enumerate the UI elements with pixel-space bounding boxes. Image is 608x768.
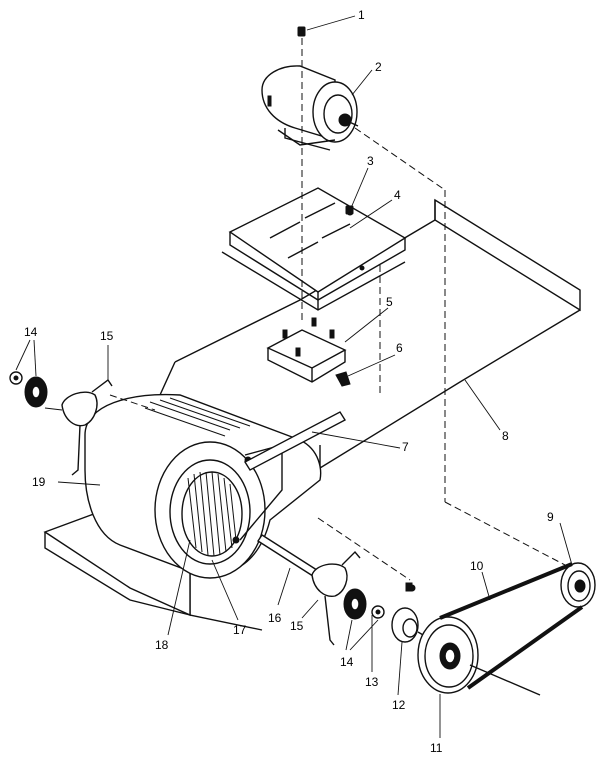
callout-18: 18 — [155, 638, 169, 652]
callout-9: 9 — [547, 510, 554, 524]
callout-14-right: 14 — [340, 655, 354, 669]
callout-7: 7 — [402, 440, 409, 454]
callout-5: 5 — [386, 295, 393, 309]
blower-shaft — [244, 411, 346, 471]
callout-1: 1 — [358, 8, 365, 22]
callout-4: 4 — [394, 188, 401, 202]
callout-13: 13 — [365, 675, 379, 689]
leader-lines — [15, 15, 573, 738]
callout-6: 6 — [396, 341, 403, 355]
alignment-lines — [109, 38, 566, 581]
callout-16: 16 — [268, 611, 282, 625]
motor — [261, 65, 359, 151]
callouts: 1 2 3 4 5 6 7 8 9 10 11 12 13 14 15 16 1… — [24, 8, 554, 755]
callout-11: 11 — [430, 741, 443, 755]
callout-10: 10 — [470, 559, 484, 573]
bearing-bolt — [405, 582, 413, 592]
motor-pulley — [391, 607, 441, 646]
callout-19: 19 — [32, 475, 46, 489]
callout-8: 8 — [502, 429, 509, 443]
top-nut — [297, 26, 306, 37]
callout-14-left: 14 — [24, 325, 38, 339]
callout-12: 12 — [392, 698, 406, 712]
v-belt — [439, 562, 584, 690]
right-bearing-assembly — [257, 534, 416, 646]
blower-pulley — [417, 616, 541, 696]
callout-17: 17 — [233, 623, 247, 637]
mounting-block — [266, 317, 347, 383]
callout-15-left: 15 — [100, 329, 114, 343]
blower-housing — [84, 393, 322, 579]
callout-2: 2 — [375, 60, 382, 74]
motor-mount-bracket — [221, 187, 407, 311]
bracket-nut — [345, 205, 354, 215]
small-pulley — [560, 562, 596, 608]
callout-15-right: 15 — [290, 619, 304, 633]
left-bearing-assembly — [9, 371, 113, 476]
callout-3: 3 — [367, 154, 374, 168]
retaining-clip — [335, 371, 351, 387]
